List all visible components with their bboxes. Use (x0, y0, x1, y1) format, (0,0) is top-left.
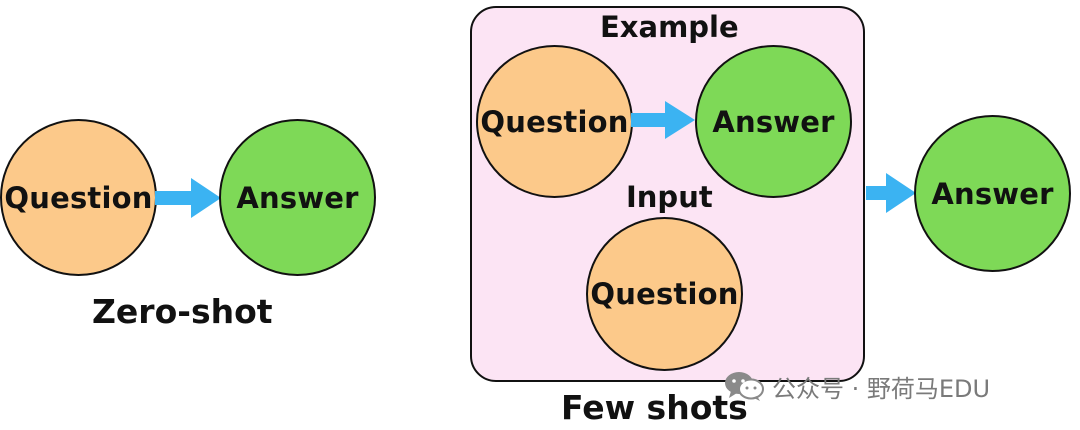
input-question-node: Question (586, 217, 743, 371)
few-shot-caption: Few shots (561, 388, 748, 427)
example-heading: Example (600, 10, 739, 44)
zero-shot-caption: Zero-shot (92, 292, 273, 331)
watermark: 公众号 · 野荷马EDU (724, 368, 990, 404)
input-heading: Input (626, 180, 713, 214)
zero-shot-question-node: Question (0, 119, 157, 276)
zero-shot-arrow (155, 178, 221, 218)
wechat-icon (725, 372, 764, 401)
zero-shot-answer-node: Answer (219, 119, 376, 276)
example-arrow (631, 101, 695, 139)
watermark-text: 公众号 · 野荷马EDU (772, 374, 991, 403)
few-shot-output-answer-node: Answer (914, 115, 1071, 272)
example-answer-node: Answer (695, 45, 852, 198)
few-shot-output-arrow (866, 173, 916, 213)
example-question-node: Question (476, 45, 633, 198)
